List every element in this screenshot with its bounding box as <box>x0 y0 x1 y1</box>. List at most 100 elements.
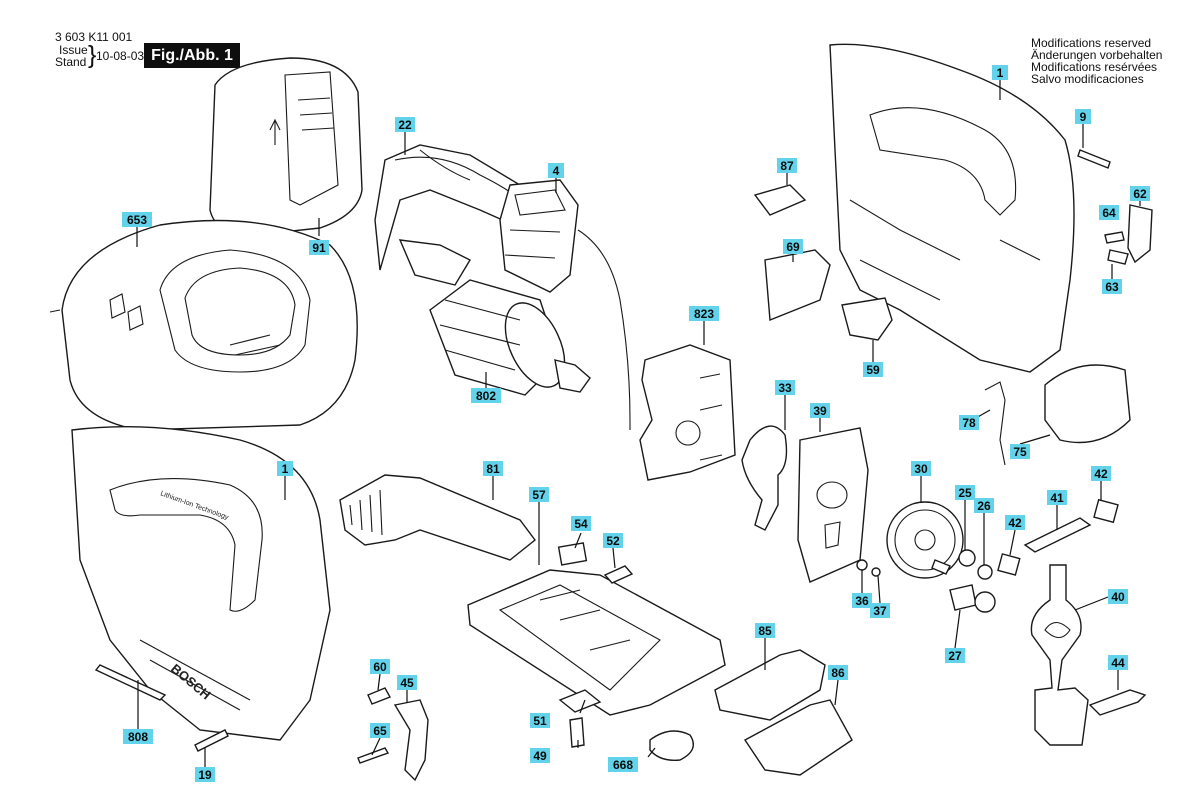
callout-60-text: 60 <box>373 660 387 674</box>
callout-78: 78 <box>959 415 979 430</box>
callout-41: 41 <box>1047 490 1067 505</box>
callout-91-text: 91 <box>312 241 326 255</box>
needle-bearing-drawing <box>949 584 977 611</box>
callout-27: 27 <box>945 648 965 663</box>
blower-slide-drawing <box>339 474 536 561</box>
nut-upper-drawing <box>1093 498 1119 524</box>
spring-33-drawing <box>741 425 788 531</box>
callout-1-left: 1 <box>277 461 293 476</box>
callout-668: 668 <box>608 757 638 772</box>
callout-85: 85 <box>755 623 775 638</box>
callout-9-text: 9 <box>1080 110 1087 124</box>
issue-label: Issue <box>59 43 88 57</box>
slide-block-drawing <box>367 687 392 705</box>
modifications-line-es: Salvo modificaciones <box>1031 72 1144 86</box>
callout-36: 36 <box>852 593 872 608</box>
callout-823: 823 <box>689 306 719 321</box>
bearing-cap-drawing <box>974 591 996 613</box>
pin-63-drawing <box>1107 249 1129 265</box>
callout-87: 87 <box>777 158 797 173</box>
callout-37-text: 37 <box>873 604 887 618</box>
figure-title: Fig./Abb. 1 <box>144 43 240 68</box>
callout-33-text: 33 <box>778 381 792 395</box>
callout-30-text: 30 <box>914 462 928 476</box>
callout-57: 57 <box>529 487 549 502</box>
callout-86-text: 86 <box>831 666 845 680</box>
callout-45: 45 <box>397 675 417 690</box>
callout-9: 9 <box>1075 109 1091 124</box>
callout-26: 26 <box>974 498 994 513</box>
stand-label: Stand <box>55 55 87 69</box>
gear-wheel-drawing <box>886 501 964 579</box>
callout-65-text: 65 <box>373 724 387 738</box>
callout-802-text: 802 <box>476 389 496 403</box>
callout-39-text: 39 <box>813 404 827 418</box>
callout-65: 65 <box>370 723 390 738</box>
square-nut-drawing <box>557 542 588 566</box>
nameplate-strip-drawing <box>1077 149 1111 169</box>
callout-44: 44 <box>1108 655 1128 670</box>
screw-49-drawing <box>569 717 585 748</box>
base-plate-drawing <box>467 569 726 716</box>
callout-69-text: 69 <box>786 240 800 254</box>
callout-36-text: 36 <box>855 594 869 608</box>
lock-button-drawing <box>1127 204 1153 264</box>
callout-62-text: 62 <box>1133 187 1147 201</box>
callout-40: 40 <box>1108 589 1128 604</box>
switch-drawing <box>499 179 631 430</box>
callout-81: 81 <box>483 461 503 476</box>
washer-25-drawing <box>958 549 976 567</box>
callout-30: 30 <box>911 461 931 476</box>
motor-drawing <box>398 239 591 396</box>
roller-guide-drawing <box>393 699 429 782</box>
callout-60: 60 <box>370 659 390 674</box>
callout-39: 39 <box>810 403 830 418</box>
modifications-line-de: Änderungen vorbehalten <box>1031 48 1163 62</box>
callout-25-text: 25 <box>958 486 972 500</box>
callout-59-text: 59 <box>866 363 880 377</box>
callout-91: 91 <box>309 240 329 255</box>
motor-bracket-drawing <box>639 344 736 481</box>
guide-bar-drawing <box>1023 517 1092 553</box>
part-drawings: BOSCH Lithium-Ion Technology <box>49 43 1153 782</box>
callout-22-text: 22 <box>398 118 412 132</box>
callout-87-text: 87 <box>780 159 794 173</box>
callout-42-upper-text: 42 <box>1094 467 1108 481</box>
callout-22: 22 <box>395 117 415 132</box>
selector-slide-drawing <box>764 249 831 322</box>
callout-1-right: 1 <box>992 65 1008 80</box>
chip-guard-drawing <box>1044 364 1131 444</box>
callout-63-text: 63 <box>1105 280 1119 294</box>
callout-85-text: 85 <box>758 624 772 638</box>
nut-lower-drawing <box>997 553 1021 576</box>
retaining-ring-26-drawing <box>977 564 993 580</box>
modifications-notice: Modifications reserved Änderungen vorbeh… <box>1031 37 1162 85</box>
callout-54-text: 54 <box>574 517 588 531</box>
callout-52-text: 52 <box>606 534 620 548</box>
callout-63: 63 <box>1102 279 1122 294</box>
callout-37: 37 <box>870 603 890 618</box>
callout-823-text: 823 <box>694 307 714 321</box>
callout-42-upper: 42 <box>1091 466 1111 481</box>
callout-808: 808 <box>123 729 153 744</box>
callout-64: 64 <box>1099 205 1119 220</box>
callout-33: 33 <box>775 380 795 395</box>
callout-62: 62 <box>1130 186 1150 201</box>
retaining-ring-37-drawing <box>871 567 881 577</box>
callout-668-text: 668 <box>613 758 633 772</box>
screw-19-drawing <box>194 729 229 752</box>
clip-drawing <box>603 565 634 584</box>
battery-pack-drawing <box>209 57 363 237</box>
callout-86: 86 <box>828 665 848 680</box>
pin-65-drawing <box>357 747 390 764</box>
callout-49: 49 <box>530 748 550 763</box>
label-strip-drawing <box>94 664 167 701</box>
spring-64-drawing <box>1104 231 1125 244</box>
spring-clip-drawing <box>841 297 893 341</box>
blade-clamp-lever-drawing <box>1088 689 1147 716</box>
callout-81-text: 81 <box>486 462 500 476</box>
callout-75: 75 <box>1010 444 1030 459</box>
callout-44-text: 44 <box>1111 656 1125 670</box>
callout-78-text: 78 <box>962 416 976 430</box>
clamping-plate-drawing <box>558 689 602 713</box>
